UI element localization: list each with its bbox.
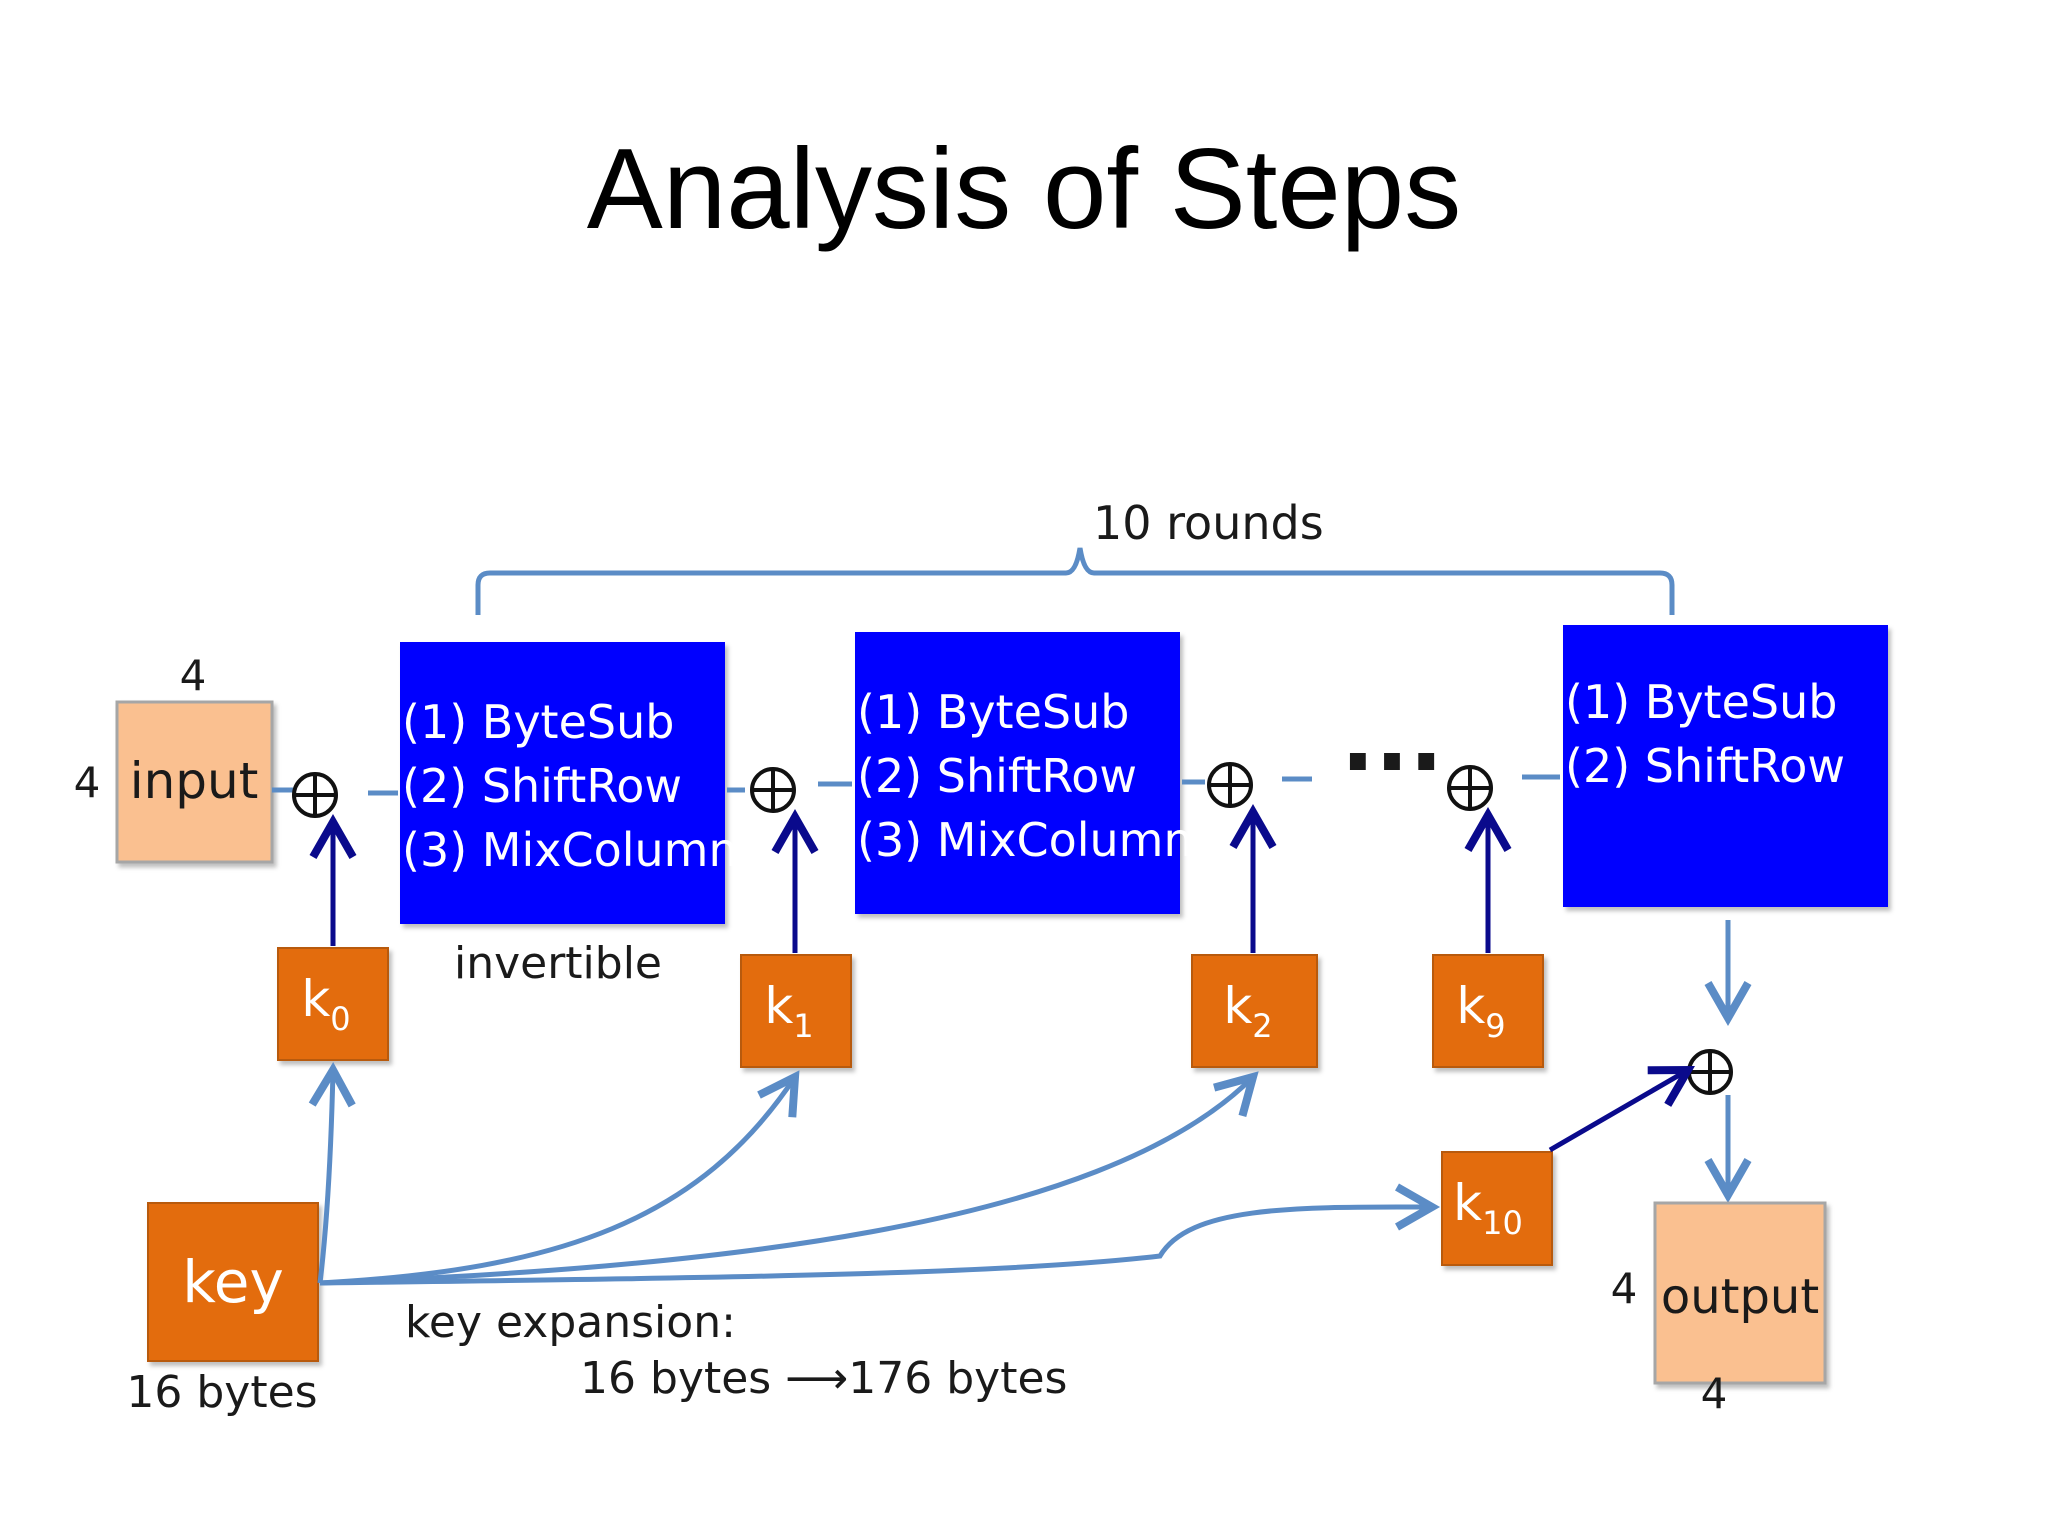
round-key-k0: k0	[301, 970, 350, 1038]
round-box-final	[1563, 625, 1888, 907]
page-title: Analysis of Steps	[587, 126, 1461, 253]
key-label: key	[182, 1248, 284, 1316]
round-key-box-k0	[277, 947, 389, 1061]
round-key-box-k10	[1441, 1151, 1553, 1266]
output-dim-left: 4	[1611, 1264, 1638, 1313]
ellipsis: ...	[1341, 687, 1444, 792]
round-2-line-1: (1) ByteSub	[857, 685, 1129, 739]
key-expansion-arrows	[308, 1061, 1441, 1286]
round-key-k9: k9	[1456, 977, 1505, 1045]
input-dim-left: 4	[74, 758, 101, 807]
xor-icon	[1207, 762, 1253, 808]
rounds-label: 10 rounds	[1093, 496, 1324, 550]
xor-icon	[1447, 765, 1493, 811]
rounds-brace	[475, 547, 1675, 615]
key-expansion-line-2: 16 bytes ⟶176 bytes	[580, 1353, 1067, 1404]
round-key-arrows	[309, 803, 1695, 1153]
round-box-2	[855, 632, 1180, 914]
round-2-line-3: (3) MixColumn	[857, 813, 1193, 867]
output-dim-bottom: 4	[1701, 1369, 1728, 1418]
round-final-line-2: (2) ShiftRow	[1565, 739, 1845, 793]
xor-icon	[750, 767, 796, 813]
key-expansion-line-1: key expansion:	[405, 1297, 736, 1348]
round-1-line-1: (1) ByteSub	[402, 695, 674, 749]
round-2-line-2: (2) ShiftRow	[857, 749, 1137, 803]
output-label: output	[1661, 1269, 1819, 1325]
xor-icon	[1687, 1049, 1733, 1095]
round-box-1	[400, 642, 725, 924]
round-key-box-k9	[1432, 954, 1544, 1068]
data-path-connectors	[272, 774, 1560, 796]
input-label: input	[130, 752, 259, 810]
input-dim-top: 4	[180, 651, 207, 700]
key-size-label: 16 bytes	[126, 1367, 317, 1418]
invertible-label: invertible	[454, 938, 662, 989]
round-1-line-2: (2) ShiftRow	[402, 759, 682, 813]
round-key-box-k2	[1191, 954, 1318, 1068]
output-box	[1653, 1201, 1827, 1385]
round-1-line-3: (3) MixColumn	[402, 823, 738, 877]
input-box	[115, 700, 274, 864]
round-key-k2: k2	[1223, 977, 1272, 1045]
round-key-k10: k10	[1453, 1174, 1523, 1242]
round-final-line-1: (1) ByteSub	[1565, 675, 1837, 729]
key-box	[147, 1202, 319, 1362]
round-key-k1: k1	[764, 977, 813, 1045]
round-key-box-k1	[740, 954, 852, 1068]
xor-icon	[292, 772, 338, 818]
xor-group	[292, 762, 1733, 1095]
